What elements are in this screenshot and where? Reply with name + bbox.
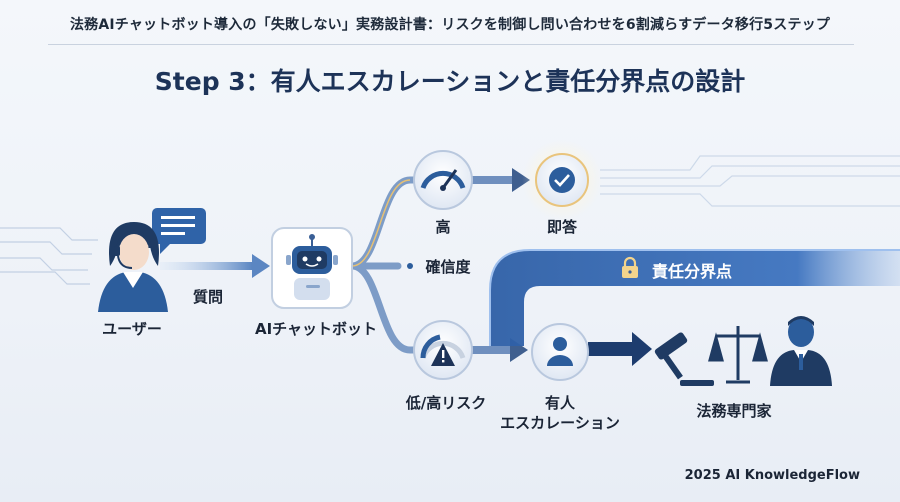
scales-icon [708,326,768,384]
check-icon [522,140,602,220]
escalation-person-icon [531,323,589,381]
legal-expert-label: 法務専門家 [696,402,772,420]
instant-answer-label: 即答 [546,218,577,236]
escalation-label-line2: エスカレーション [500,414,620,432]
step-title: Step 3：有人エスカレーションと責任分界点の設計 [154,67,746,96]
document-title: 法務AIチャットボット導入の「失敗しない」実務設計書：リスクを制御し問い合わせを… [69,17,831,33]
circuit-lines-right [600,155,900,207]
footer-credit: 2025 AI KnowledgeFlow [684,468,860,483]
responsibility-boundary-label: 責任分界点 [652,262,733,281]
chatbot-label: AIチャットボット [254,320,378,338]
robot-icon [271,227,353,309]
circuit-lines-left [0,227,98,285]
lawyer-icon [770,316,832,386]
high-label: 高 [435,218,451,236]
confidence-label: 確信度 [425,258,471,276]
speech-bubble-icon [152,208,206,254]
low-high-risk-label: 低/高リスク [405,394,487,412]
user-label: ユーザー [102,320,162,338]
gauge-high-icon [413,150,473,210]
responsibility-boundary-band [489,249,900,346]
gavel-icon [654,332,714,386]
warning-gauge-icon [413,320,473,380]
question-label: 質問 [192,288,223,306]
escalation-label-line1: 有人 [544,394,575,412]
lock-icon [622,256,638,278]
user-headset-icon [98,222,168,312]
escalation-to-expert-arrow [588,332,652,366]
title-divider [48,44,854,45]
confidence-dot [407,263,413,269]
high-to-answer-arrow [472,168,530,192]
question-arrow [160,254,270,278]
